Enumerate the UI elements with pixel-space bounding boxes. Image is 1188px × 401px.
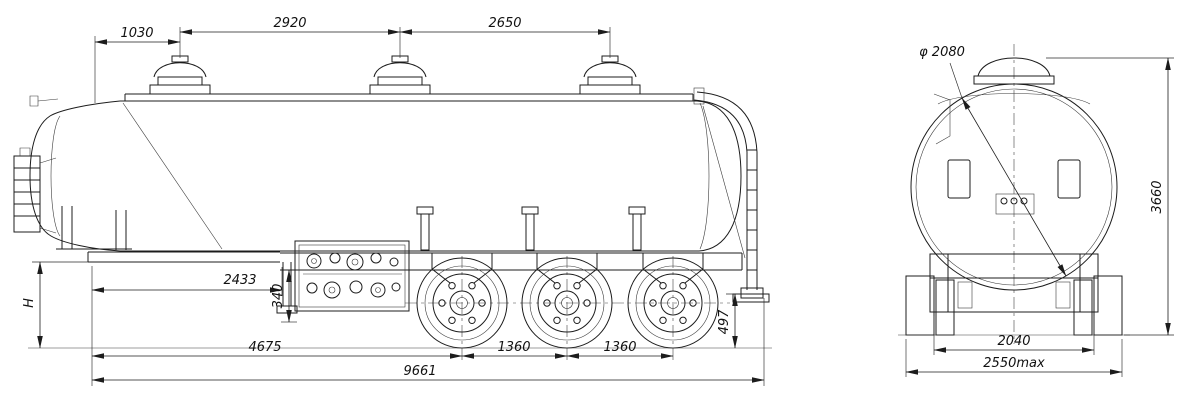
dim-1030: 1030	[120, 26, 153, 41]
tank-body	[120, 100, 742, 252]
tank-front-seam	[50, 115, 61, 237]
suspension-post-1	[416, 206, 434, 251]
dim-4675: 4675	[248, 340, 281, 355]
dim-diameter: φ 2080	[919, 45, 965, 60]
rear-view	[898, 44, 1130, 344]
side-view	[13, 55, 772, 362]
suspension-post-3	[628, 206, 646, 251]
dim-340: 340	[271, 284, 286, 309]
manhole-3	[579, 55, 641, 95]
manhole-1	[149, 55, 211, 95]
kingpin-plate	[87, 251, 280, 263]
dim-1360a: 1360	[497, 340, 530, 355]
front-nozzle	[29, 95, 59, 107]
top-walkway	[124, 93, 694, 102]
dim-3660: 3660	[1150, 180, 1165, 213]
dim-9661: 9661	[403, 364, 436, 379]
dim-2650: 2650	[488, 16, 521, 31]
valve-cabinet	[294, 240, 410, 312]
dim-2040: 2040	[997, 334, 1030, 349]
dim-2550max: 2550max	[983, 356, 1045, 371]
side-view-dimensions: 1030 2920 2650 2433 H 340 497 4675 1360 …	[22, 16, 765, 386]
dim-H: H	[22, 298, 37, 308]
manhole-2	[369, 55, 431, 95]
rear-view-dimensions: φ 2080 3660 2040 2550max	[905, 45, 1174, 377]
tank-rear-seam	[699, 102, 710, 250]
dim-2433: 2433	[223, 273, 256, 288]
dim-1360b: 1360	[603, 340, 636, 355]
dim-497: 497	[717, 309, 732, 335]
top-hatch	[973, 57, 1055, 85]
dim-2920: 2920	[273, 16, 306, 31]
tank-front-cap	[29, 100, 121, 252]
front-bumper-steps	[13, 147, 57, 234]
side-bracket	[933, 93, 951, 145]
suspension-post-2	[521, 206, 539, 251]
dim-line-diameter	[961, 97, 1067, 277]
front-supports	[56, 206, 132, 250]
tank-front-bulkhead	[122, 102, 223, 250]
rear-discharge-pipe	[693, 87, 764, 299]
